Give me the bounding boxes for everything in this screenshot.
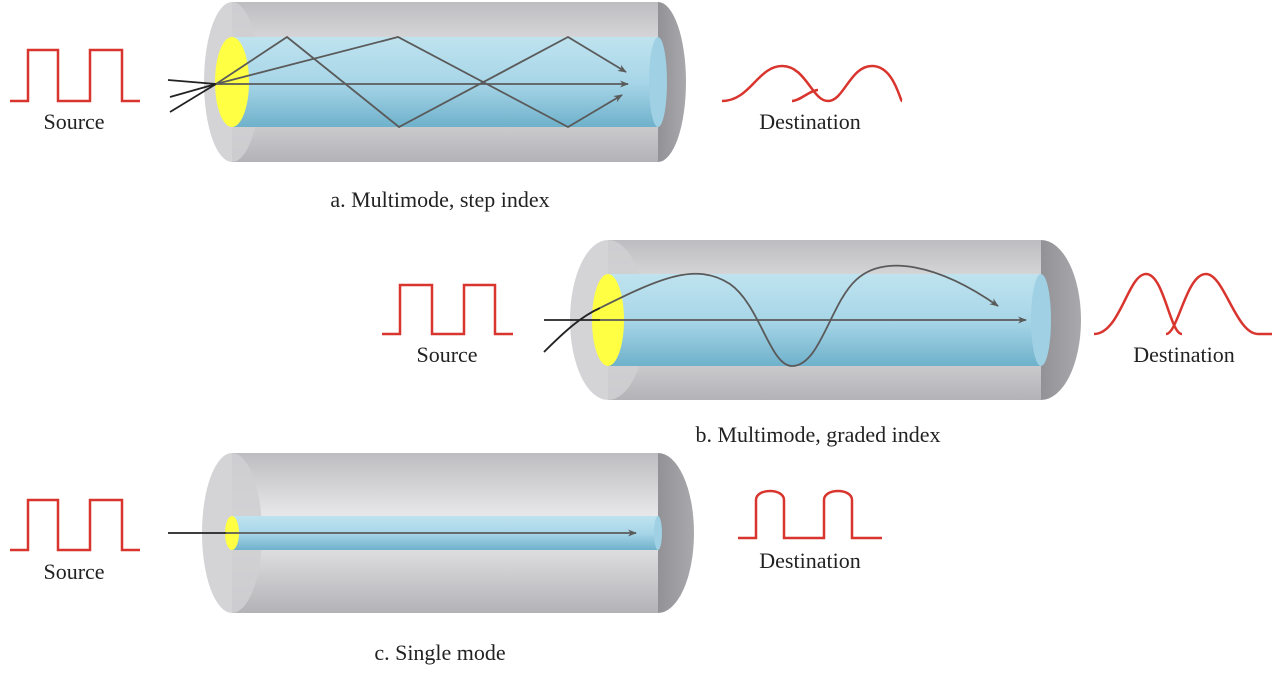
source-pulse-icon <box>10 48 140 103</box>
caption-step-index: a. Multimode, step index <box>330 187 549 212</box>
panel-single-mode: Source Destination c. Single mode <box>10 453 882 665</box>
source-label: Source <box>416 342 477 367</box>
input-rays <box>543 307 601 353</box>
input-rays <box>167 79 217 113</box>
source-label: Source <box>43 109 104 134</box>
destination-label: Destination <box>759 109 860 134</box>
light-rays <box>599 264 1027 367</box>
source-pulse-icon <box>382 283 513 336</box>
destination-label: Destination <box>1133 342 1234 367</box>
source-pulse-icon <box>10 498 140 552</box>
panel-step-index: Source Destination a. Multimode, step in… <box>10 2 904 212</box>
panel-graded-index: Source Destination b. Multimode, graded … <box>382 240 1272 447</box>
destination-pulse-icon <box>1093 272 1272 336</box>
destination-label: Destination <box>759 548 860 573</box>
destination-pulse-icon <box>738 489 882 540</box>
destination-pulse-icon <box>721 64 904 103</box>
caption-single-mode: c. Single mode <box>374 640 505 665</box>
light-rays <box>215 35 629 129</box>
source-label: Source <box>43 559 104 584</box>
caption-graded-index: b. Multimode, graded index <box>695 422 940 447</box>
fiber-core <box>232 37 658 127</box>
core-face <box>215 37 249 127</box>
fiber-cylinder-icon <box>204 2 686 162</box>
